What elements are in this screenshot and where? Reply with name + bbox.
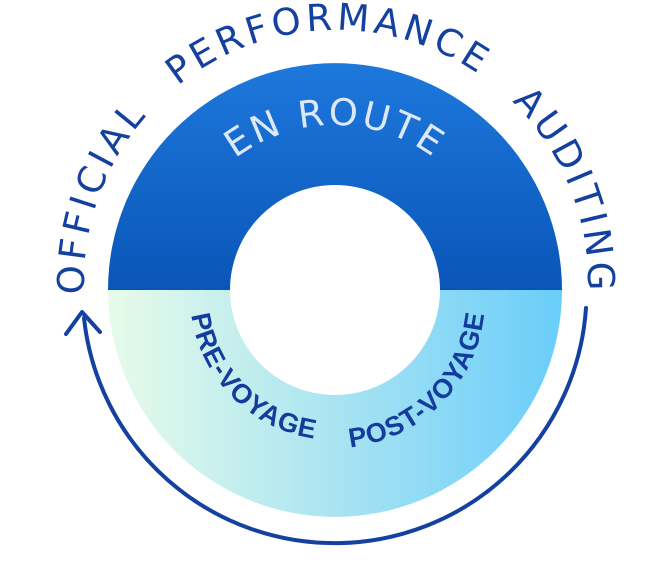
- voyage-segment: [108, 290, 562, 517]
- cycle-arrow-head-icon: [64, 310, 102, 336]
- en-route-segment: [108, 63, 562, 291]
- cycle-arrow-line: [82, 306, 588, 546]
